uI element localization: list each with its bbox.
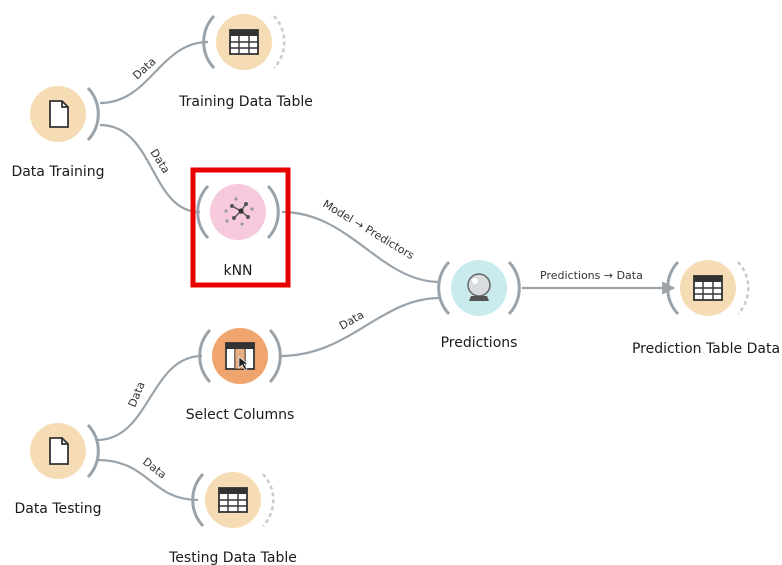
links-layer bbox=[96, 40, 676, 502]
widget-select-columns[interactable]: Select Columns bbox=[186, 328, 295, 423]
widget-predictions[interactable]: Predictions bbox=[437, 260, 521, 351]
table-icon bbox=[218, 487, 248, 513]
input-anchor[interactable] bbox=[196, 184, 210, 240]
table-icon bbox=[693, 275, 723, 301]
link-label: Data bbox=[147, 147, 172, 176]
widget-label: kNN bbox=[223, 263, 252, 279]
knn-scatter-icon bbox=[224, 197, 254, 226]
output-anchor[interactable] bbox=[262, 473, 275, 527]
link-selectcols-to-predictions[interactable] bbox=[279, 296, 441, 358]
highlight-box bbox=[190, 167, 291, 288]
input-anchor[interactable] bbox=[198, 328, 212, 384]
widget-prediction-table-data[interactable]: Prediction Table Data bbox=[632, 260, 780, 357]
input-anchor[interactable] bbox=[191, 472, 205, 528]
file-icon bbox=[49, 437, 69, 465]
widget-testing-data-table[interactable]: Testing Data Table bbox=[168, 472, 297, 565]
output-anchor[interactable] bbox=[737, 261, 750, 315]
file-icon bbox=[49, 100, 69, 128]
table-icon bbox=[229, 29, 259, 55]
widget-label: Testing Data Table bbox=[168, 550, 297, 565]
input-anchor[interactable] bbox=[437, 260, 451, 316]
link-testing-to-selectcols[interactable] bbox=[96, 354, 203, 442]
widget-data-training[interactable]: Data Training bbox=[11, 86, 105, 180]
output-anchor[interactable] bbox=[86, 86, 100, 142]
link-testing-to-table[interactable] bbox=[96, 458, 199, 502]
widget-label: Data Training bbox=[11, 164, 104, 180]
widget-label: Data Testing bbox=[14, 501, 101, 517]
link-knn-to-predictions[interactable] bbox=[281, 210, 441, 284]
output-anchor[interactable] bbox=[86, 423, 100, 479]
select-columns-icon bbox=[225, 342, 255, 371]
widget-label: Select Columns bbox=[186, 407, 295, 423]
link-label: Model → Predictors bbox=[320, 197, 416, 262]
output-anchor[interactable] bbox=[507, 260, 521, 316]
link-label: Data bbox=[130, 55, 158, 82]
widget-training-data-table[interactable]: Training Data Table bbox=[178, 14, 313, 110]
output-anchor[interactable] bbox=[266, 184, 280, 240]
widget-data-testing[interactable]: Data Testing bbox=[14, 423, 102, 517]
widget-knn[interactable]: kNN bbox=[196, 184, 280, 279]
widget-label: Predictions bbox=[441, 335, 518, 351]
output-anchor[interactable] bbox=[273, 15, 286, 69]
widget-label: Training Data Table bbox=[178, 94, 313, 110]
output-anchor[interactable] bbox=[268, 328, 282, 384]
link-training-to-knn[interactable] bbox=[99, 123, 201, 214]
link-training-to-table[interactable] bbox=[99, 40, 209, 105]
input-anchor[interactable] bbox=[202, 14, 216, 70]
link-label: Predictions → Data bbox=[540, 269, 643, 282]
input-anchor[interactable] bbox=[666, 260, 680, 316]
widget-node-circle bbox=[210, 184, 266, 240]
crystal-ball-icon bbox=[467, 273, 491, 301]
widget-label: Prediction Table Data bbox=[632, 341, 780, 357]
